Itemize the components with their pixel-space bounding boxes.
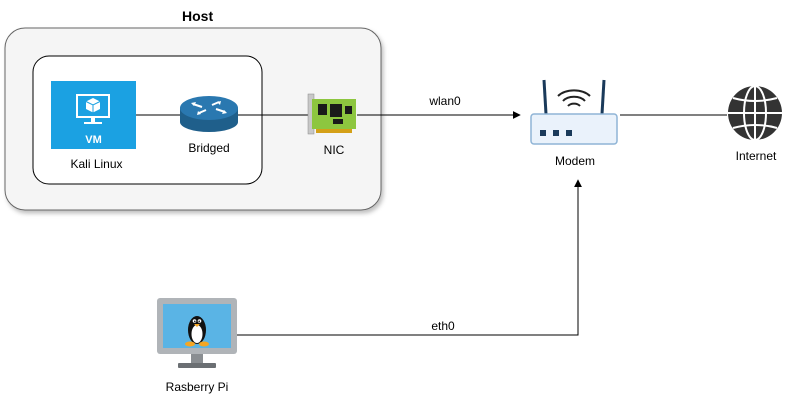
vm-icon[interactable] <box>51 81 136 149</box>
vm-badge-label: VM <box>85 134 102 146</box>
internet-label: Internet <box>735 149 777 163</box>
host-title: Host <box>182 8 214 24</box>
modem-icon[interactable] <box>530 79 618 145</box>
modem-label: Modem <box>554 154 595 168</box>
wlan0-label: wlan0 <box>429 94 461 108</box>
globe-icon[interactable] <box>728 85 782 141</box>
eth0-link[interactable] <box>237 179 582 336</box>
nic-label: NIC <box>323 143 345 157</box>
raspberry-pi-label: Rasberry Pi <box>165 380 229 394</box>
raspberry-pi-monitor-icon[interactable] <box>157 298 237 368</box>
router-icon[interactable] <box>180 96 238 132</box>
bridged-label: Bridged <box>188 141 230 155</box>
nic-icon[interactable] <box>307 93 356 135</box>
eth0-label: eth0 <box>431 319 455 333</box>
kali-linux-label: Kali Linux <box>70 157 123 171</box>
